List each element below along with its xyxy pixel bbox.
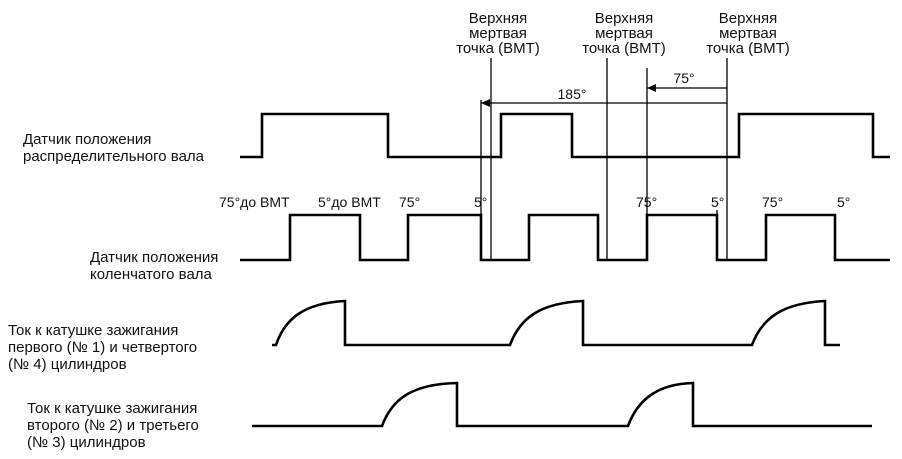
coil-1-4-current-waveform (272, 299, 840, 347)
crank-annotation-5-b: 5° (711, 194, 724, 210)
crankshaft-sensor-label-line-1: Датчик положения (90, 249, 218, 266)
tdc-label-1: Верхняя мертвая точка (ВМТ) (456, 10, 540, 57)
camshaft-sensor-waveform (240, 112, 890, 159)
camshaft-sensor-label-line-2: распределительного вала (23, 148, 205, 165)
crank-annotation-75-c: 75° (762, 194, 783, 210)
coil-2-3-label-line-2: второго (№ 2) и третьего (27, 417, 199, 434)
coil-2-3-current-waveform (252, 381, 872, 428)
crank-annotation-5-before-tdc: 5°до ВМТ (318, 194, 381, 210)
dimension-75deg-arrow-icon (647, 84, 656, 92)
coil-1-4-label-line-3: (№ 4) цилиндров (8, 356, 127, 373)
crankshaft-sensor-waveform (240, 213, 890, 262)
tdc-label-2-line-2: мертвая (595, 25, 653, 42)
tdc-label-1-line-3: точка (ВМТ) (456, 40, 540, 57)
crank-annotation-5-c: 5° (837, 194, 850, 210)
coil-2-3-label-line-3: (№ 3) цилиндров (27, 434, 146, 451)
tdc-label-1-line-1: Верхняя (469, 10, 528, 27)
camshaft-sensor-label: Датчик положения распределительного вала (23, 131, 205, 165)
tdc-label-2-line-1: Верхняя (595, 10, 654, 27)
crank-annotation-75-b: 75° (636, 194, 657, 210)
tdc-label-3-line-1: Верхняя (719, 10, 778, 27)
dimension-185deg: 185° (481, 86, 727, 107)
coil-1-4-label-line-1: Ток к катушке зажигания (8, 322, 178, 339)
crankshaft-sensor-label-line-2: коленчатого вала (90, 266, 213, 283)
camshaft-sensor-label-line-1: Датчик положения (23, 131, 151, 148)
crankshaft-sensor-label: Датчик положения коленчатого вала (90, 249, 218, 283)
tdc-label-2-line-3: точка (ВМТ) (582, 40, 666, 57)
coil-2-3-label: Ток к катушке зажигания второго (№ 2) и … (27, 400, 199, 451)
coil-1-4-label: Ток к катушке зажигания первого (№ 1) и … (8, 322, 197, 373)
tdc-label-1-line-2: мертвая (469, 25, 527, 42)
dimension-185deg-arrow-icon (481, 99, 490, 107)
coil-2-3-label-line-1: Ток к катушке зажигания (27, 400, 197, 417)
dimension-185deg-text: 185° (558, 86, 587, 102)
crank-annotation-75-a: 75° (399, 194, 420, 210)
tdc-label-3-line-3: точка (ВМТ) (706, 40, 790, 57)
dimension-75deg: 75° (647, 70, 727, 92)
tdc-label-3-line-2: мертвая (719, 25, 777, 42)
tdc-label-3: Верхняя мертвая точка (ВМТ) (706, 10, 790, 57)
coil-1-4-label-line-2: первого (№ 1) и четвертого (8, 339, 197, 356)
dimension-75deg-text: 75° (673, 70, 694, 86)
crank-annotations: 75°до ВМТ 5°до ВМТ 75° 5° 75° 5° 75° 5° (219, 194, 850, 210)
tdc-label-2: Верхняя мертвая точка (ВМТ) (582, 10, 666, 57)
crank-annotation-5-a: 5° (474, 194, 487, 210)
crank-annotation-75-before-tdc: 75°до ВМТ (219, 194, 290, 210)
